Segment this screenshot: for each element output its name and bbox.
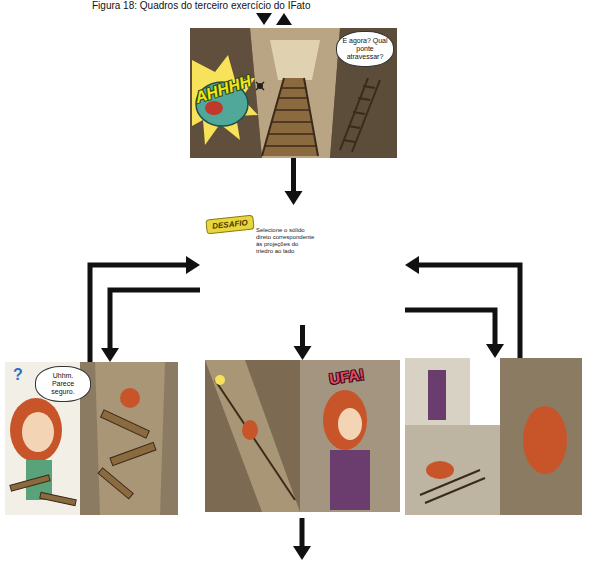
sound-effect: UFA! xyxy=(328,362,392,388)
illustration-part xyxy=(256,82,264,90)
illustration-part xyxy=(205,360,300,512)
speech-bubble: E agora? Qual ponte atravessar? xyxy=(336,31,394,67)
challenge-instruction: Selecione o sólido direto correspondente… xyxy=(256,227,316,255)
illustration-part xyxy=(353,112,365,114)
illustration-part xyxy=(338,408,362,440)
arrow-line xyxy=(417,265,520,358)
arrow-line xyxy=(291,158,296,193)
illustration-part xyxy=(120,388,140,408)
challenge-panel: DESAFIOSelecione o sólido direto corresp… xyxy=(200,205,405,325)
illustration-part xyxy=(363,86,375,88)
illustration-part xyxy=(10,410,156,506)
arrow-head xyxy=(285,191,303,205)
arrow-head xyxy=(186,256,200,274)
illustration-part xyxy=(256,13,272,25)
illustration-part xyxy=(10,475,50,491)
illustration-part xyxy=(281,87,305,89)
exit-arrow xyxy=(293,518,311,560)
illustration-part xyxy=(426,461,454,479)
cave-panel-art xyxy=(190,28,397,158)
arrow-line xyxy=(90,265,188,362)
question-mark: ? xyxy=(13,366,29,384)
broken-bridge-art xyxy=(5,362,178,515)
illustration-part xyxy=(405,358,470,425)
arrow-head xyxy=(101,348,119,362)
illustration-part xyxy=(323,390,367,450)
illustration-part xyxy=(95,362,165,515)
illustration-part xyxy=(205,360,300,512)
illustration-part xyxy=(420,470,480,495)
challenge-badge: DESAFIO xyxy=(205,215,254,235)
illustration-part xyxy=(330,450,370,510)
top-triangles xyxy=(256,13,292,25)
illustration-part xyxy=(270,40,320,80)
arrow-head xyxy=(294,346,312,360)
illustration-part xyxy=(22,412,54,452)
comic-panel: ? Uhhm. Parece seguro. xyxy=(5,362,178,515)
illustration-part xyxy=(340,78,380,152)
illustration-part xyxy=(278,97,307,99)
illustration-part xyxy=(340,78,368,150)
illustration-part xyxy=(190,28,397,158)
figure-title: Figura 18: Quadros do terceiro exercício… xyxy=(92,0,310,11)
illustration-part xyxy=(358,98,370,100)
comic-panel: UFA! xyxy=(205,360,400,512)
flow-arrow xyxy=(90,256,200,362)
illustration-part xyxy=(352,80,380,152)
flow-arrow xyxy=(405,256,520,358)
illustration-part xyxy=(98,468,133,499)
illustration-part xyxy=(523,406,567,474)
illustration-part xyxy=(276,13,292,25)
illustration-part xyxy=(262,78,318,156)
speech-bubble: Uhhm. Parece seguro. xyxy=(35,366,91,402)
arrow-line xyxy=(405,310,495,346)
arrow-head xyxy=(486,344,504,358)
illustration-part xyxy=(265,88,316,146)
illustration-part xyxy=(348,126,360,128)
illustration-part xyxy=(215,380,295,500)
flow-arrow xyxy=(294,325,312,360)
illustration-part xyxy=(215,375,225,385)
illustration-part xyxy=(242,420,258,440)
arrow-line xyxy=(110,290,200,350)
flow-arrow xyxy=(405,310,504,358)
illustration-part xyxy=(257,83,263,89)
illustration-part xyxy=(293,546,311,560)
illustration-part xyxy=(265,145,316,147)
illustration-part xyxy=(268,133,313,135)
illustration-part xyxy=(40,492,76,505)
illustration-part xyxy=(304,78,318,156)
illustration-part xyxy=(425,478,485,503)
illustration-part xyxy=(343,140,355,142)
illustration-part xyxy=(80,362,178,515)
flow-arrow xyxy=(101,290,200,362)
illustration-part xyxy=(250,28,340,158)
illustration-part xyxy=(300,518,305,548)
illustration-part xyxy=(101,410,150,438)
illustration-part xyxy=(405,425,500,515)
illustration-part xyxy=(110,442,156,465)
illustration-part xyxy=(500,358,582,515)
arrow-line xyxy=(300,325,305,348)
arrow-head xyxy=(405,256,419,274)
flow-arrow xyxy=(285,158,303,205)
sound-effect: AHHHH xyxy=(193,67,269,107)
comic-panel xyxy=(405,358,582,515)
illustration-part xyxy=(300,360,400,512)
illustration-part xyxy=(256,82,264,90)
illustration-part xyxy=(262,78,284,156)
fall-art xyxy=(405,358,582,515)
illustration-part xyxy=(330,28,397,158)
comic-panel: AHHHH E agora? Qual ponte atravessar? xyxy=(190,28,397,158)
illustration-part xyxy=(271,121,311,123)
illustration-part xyxy=(275,109,309,111)
illustration-part xyxy=(428,370,446,420)
safe-crossing-art xyxy=(205,360,400,512)
illustration-part xyxy=(10,398,62,462)
